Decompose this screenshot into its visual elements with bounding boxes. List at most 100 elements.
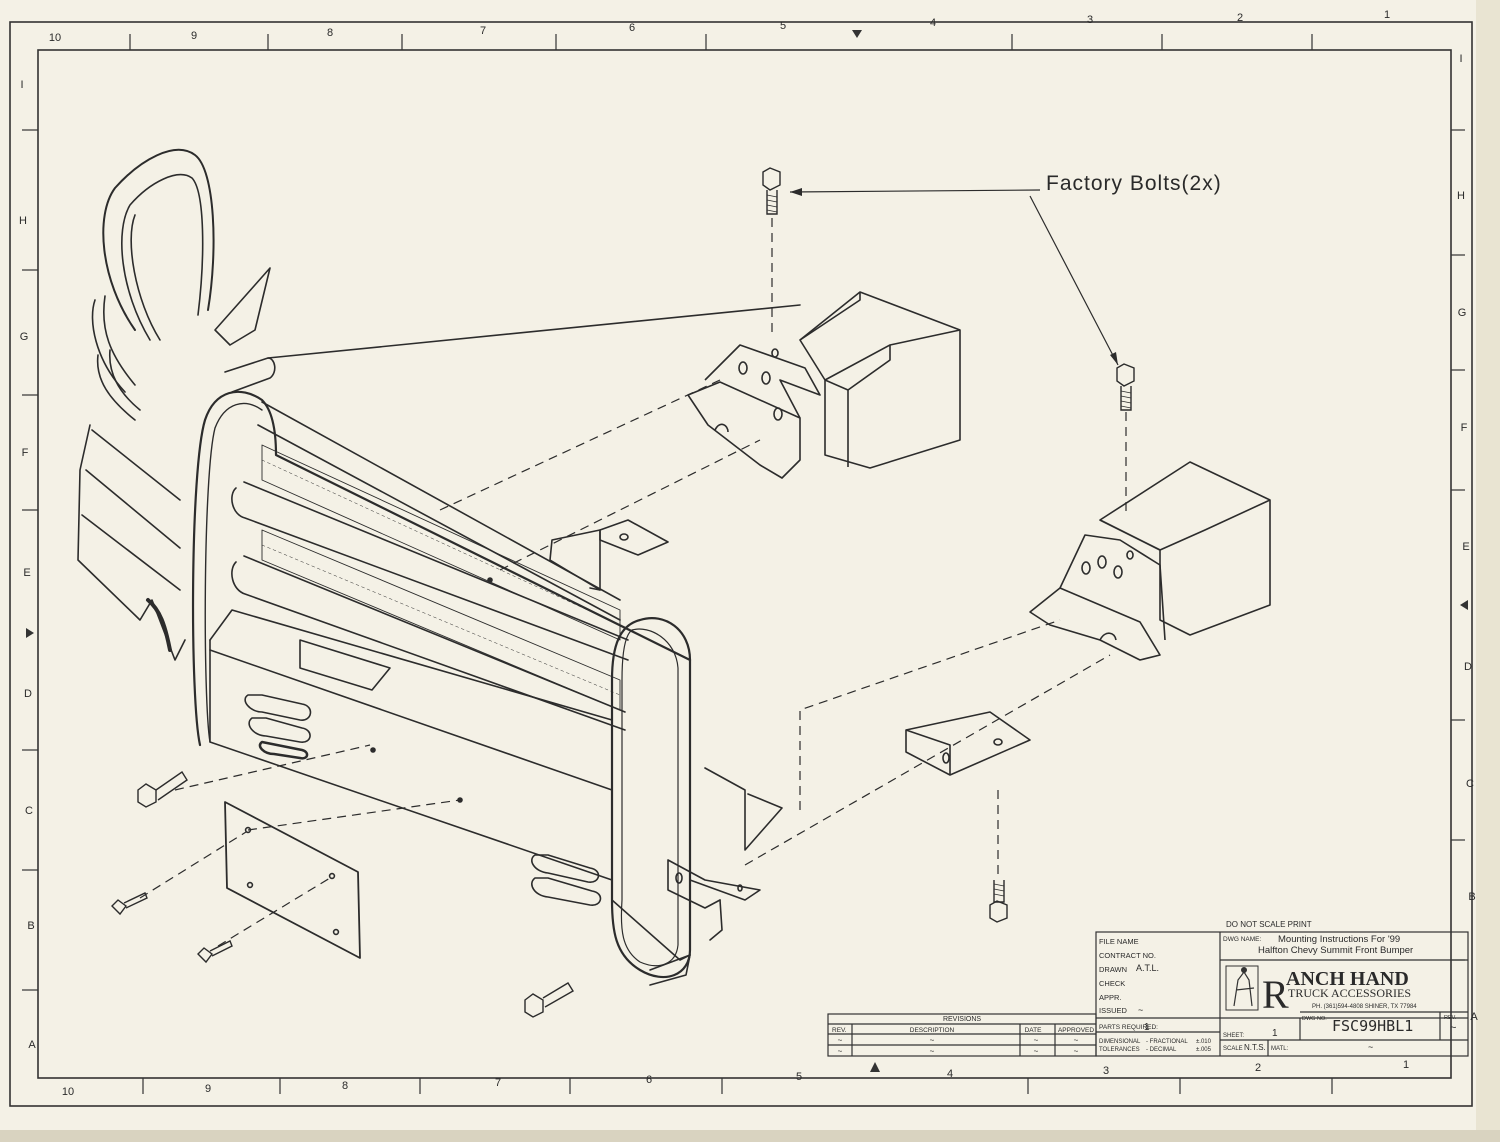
inner-border bbox=[37, 49, 1452, 1079]
callout-label: Factory Bolts(2x) bbox=[1046, 172, 1222, 195]
dwg-name-line2: Halfton Chevy Summit Front Bumper bbox=[1258, 945, 1413, 956]
decimal-label: - DECIMAL bbox=[1146, 1047, 1177, 1053]
zone-left-E: E bbox=[23, 567, 30, 579]
zone-top-4: 4 bbox=[930, 17, 936, 29]
revisions-title: REVISIONS bbox=[943, 1016, 981, 1023]
revisions-cell: ~ bbox=[930, 1036, 935, 1045]
zone-left-H: H bbox=[19, 215, 27, 227]
zone-bottom-9: 9 bbox=[205, 1083, 211, 1095]
company-name: ANCH HAND bbox=[1286, 968, 1409, 990]
mounting-hardware bbox=[224, 291, 1271, 959]
dwg-no-label: DWG NO. bbox=[1302, 1016, 1327, 1022]
zone-bottom-8: 8 bbox=[342, 1080, 348, 1092]
center-arrows bbox=[26, 30, 1468, 1072]
zone-left-C: C bbox=[25, 805, 33, 817]
company-sub: TRUCK ACCESSORIES bbox=[1288, 986, 1411, 1000]
scale-label: SCALE bbox=[1223, 1046, 1243, 1052]
sheet-label: SHEET: bbox=[1223, 1033, 1244, 1039]
zone-top-7: 7 bbox=[480, 25, 486, 37]
zone-left-D: D bbox=[24, 688, 32, 700]
zone-top-5: 5 bbox=[780, 20, 786, 32]
zone-top-1: 1 bbox=[1384, 9, 1390, 21]
rev-value: ~ bbox=[1450, 1022, 1456, 1034]
revisions-cell: ~ bbox=[930, 1047, 935, 1056]
zone-top-8: 8 bbox=[327, 27, 333, 39]
sheet-value: 1 bbox=[1272, 1028, 1278, 1039]
dwg-name-line1: Mounting Instructions For '99 bbox=[1278, 934, 1400, 945]
matl-label: MATL: bbox=[1271, 1046, 1289, 1052]
revisions-header-approved: APPROVED bbox=[1058, 1027, 1094, 1034]
revisions-header-rev: REV. bbox=[832, 1027, 847, 1034]
zone-top-10: 10 bbox=[49, 32, 61, 44]
zone-bottom-1: 1 bbox=[1403, 1059, 1409, 1071]
zone-left-B: B bbox=[27, 920, 34, 932]
zone-bottom-2: 2 bbox=[1255, 1062, 1261, 1074]
parts-required-value: 1 bbox=[1144, 1022, 1150, 1033]
grille-guard-assembly bbox=[77, 148, 801, 986]
zone-top-2: 2 bbox=[1237, 12, 1243, 24]
company-contact: PH. (361)594-4808 SHINER, TX 77984 bbox=[1312, 1004, 1417, 1010]
matl-value: ~ bbox=[1368, 1042, 1373, 1052]
issued-value: ~ bbox=[1138, 1005, 1143, 1015]
do-not-scale-note: DO NOT SCALE PRINT bbox=[1226, 920, 1312, 929]
zone-right-H: H bbox=[1457, 190, 1465, 202]
zone-right-F: F bbox=[1461, 422, 1468, 434]
zone-bottom-4: 4 bbox=[947, 1068, 953, 1080]
decimal-value: ±.005 bbox=[1196, 1047, 1212, 1053]
tolerances-label: TOLERANCES bbox=[1099, 1047, 1140, 1053]
zone-bottom-10: 10 bbox=[62, 1086, 74, 1098]
assembly-lines bbox=[139, 218, 1127, 947]
zone-right-D: D bbox=[1464, 661, 1472, 673]
zone-left-A: A bbox=[28, 1039, 36, 1051]
outer-border bbox=[9, 21, 1473, 1107]
zone-top-3: 3 bbox=[1087, 14, 1093, 26]
dimensional-label: DIMENSIONAL bbox=[1099, 1039, 1141, 1045]
rev-label: REV. bbox=[1444, 1015, 1457, 1021]
zone-left-G: G bbox=[20, 331, 29, 343]
zone-left-I: I bbox=[20, 79, 23, 91]
zone-ticks bbox=[22, 34, 1465, 1094]
appr-label: APPR. bbox=[1099, 993, 1122, 1002]
zone-right-B: B bbox=[1468, 891, 1475, 903]
zone-bottom-6: 6 bbox=[646, 1074, 652, 1086]
fractional-label: - FRACTIONAL bbox=[1146, 1039, 1188, 1045]
revisions-cell: ~ bbox=[1074, 1047, 1079, 1056]
revisions-cell: ~ bbox=[1074, 1036, 1079, 1045]
revisions-header-date: DATE bbox=[1025, 1027, 1043, 1034]
scale-value: N.T.S. bbox=[1244, 1043, 1266, 1052]
drawn-value: A.T.L. bbox=[1136, 963, 1159, 973]
contract-label: CONTRACT NO. bbox=[1099, 951, 1156, 960]
zone-left-F: F bbox=[22, 447, 29, 459]
zone-bottom-3: 3 bbox=[1103, 1065, 1109, 1077]
revisions-row: ~ ~ ~ ~ bbox=[838, 1036, 1079, 1045]
revisions-cell: ~ bbox=[838, 1036, 843, 1045]
factory-bolts-callout: Factory Bolts(2x) bbox=[789, 172, 1222, 366]
zone-right-A: A bbox=[1470, 1011, 1478, 1023]
revisions-row: ~ ~ ~ ~ bbox=[838, 1047, 1079, 1056]
company-initial: R bbox=[1262, 972, 1289, 1017]
zone-right-E: E bbox=[1462, 541, 1469, 553]
zone-top-9: 9 bbox=[191, 30, 197, 42]
bolts bbox=[111, 167, 1135, 1018]
zone-top-6: 6 bbox=[629, 22, 635, 34]
parts-required-label: PARTS REQUIRED: bbox=[1099, 1024, 1158, 1031]
issued-label: ISSUED bbox=[1099, 1006, 1128, 1015]
check-label: CHECK bbox=[1099, 979, 1125, 988]
revisions-cell: ~ bbox=[838, 1047, 843, 1056]
zone-bottom-7: 7 bbox=[495, 1077, 501, 1089]
fractional-value: ±.010 bbox=[1196, 1039, 1212, 1045]
zone-bottom-5: 5 bbox=[796, 1071, 802, 1083]
title-block: DO NOT SCALE PRINT FILE NAME CONTRACT NO… bbox=[827, 920, 1469, 1057]
zone-right-C: C bbox=[1466, 778, 1474, 790]
drawn-label: DRAWN bbox=[1099, 965, 1127, 974]
zone-right-I: I bbox=[1459, 53, 1462, 65]
revisions-header-description: DESCRIPTION bbox=[910, 1027, 955, 1034]
revisions-cell: ~ bbox=[1034, 1036, 1039, 1045]
revisions-cell: ~ bbox=[1034, 1047, 1039, 1056]
dwg-name-label: DWG NAME: bbox=[1223, 936, 1261, 943]
file-name-label: FILE NAME bbox=[1099, 937, 1139, 946]
dwg-no-value: FSC99HBL1 bbox=[1332, 1017, 1413, 1035]
zone-right-G: G bbox=[1458, 307, 1467, 319]
company-logo: R ANCH HAND TRUCK ACCESSORIES PH. (361)5… bbox=[1225, 965, 1417, 1017]
